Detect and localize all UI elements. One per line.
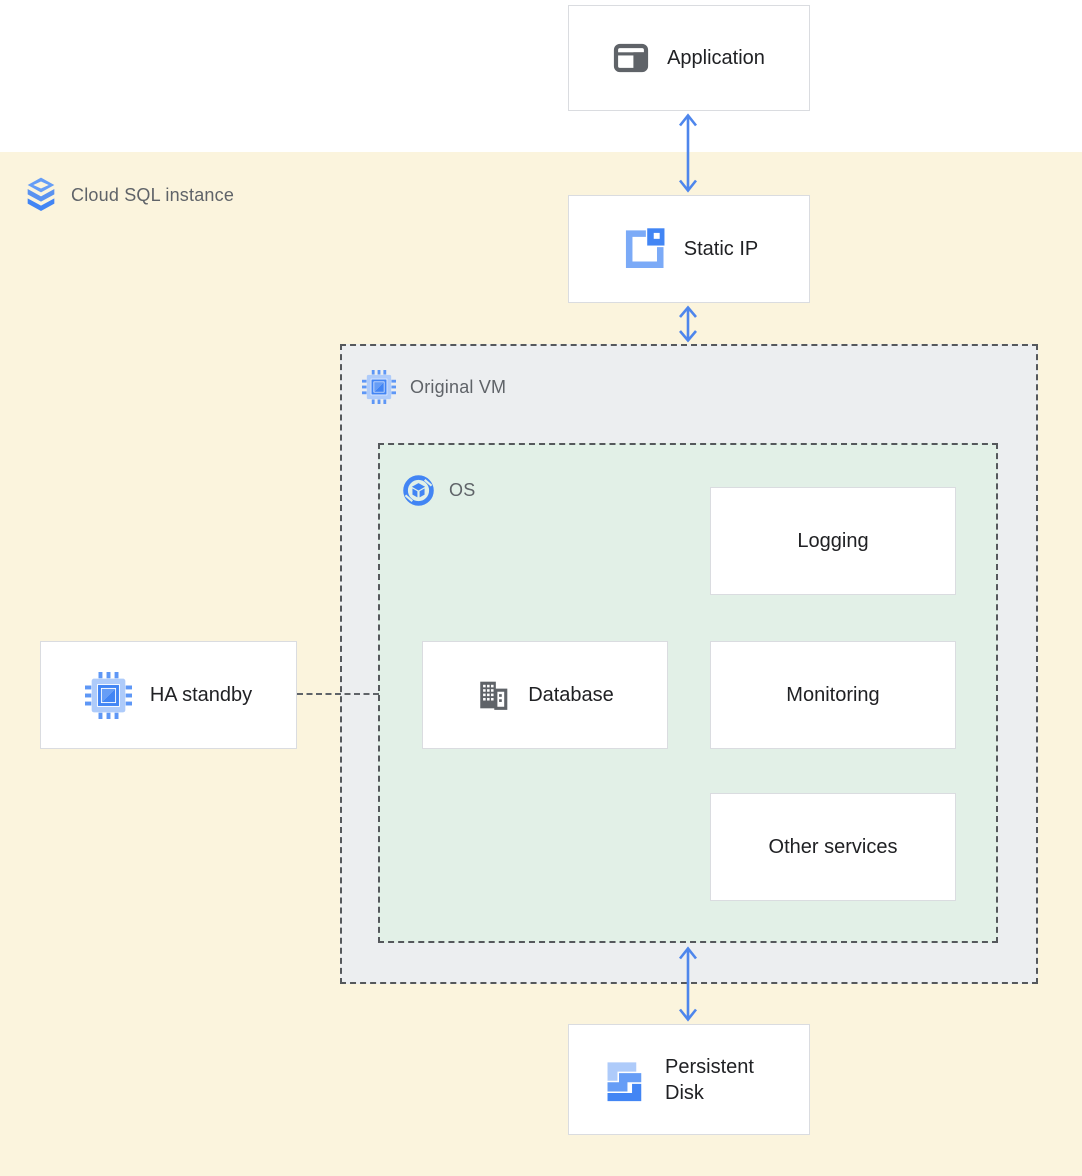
monitoring-label: Monitoring	[786, 684, 880, 706]
persistent-disk-node: Persistent Disk	[568, 1024, 810, 1135]
database-node: Database	[422, 641, 668, 749]
other-services-label: Other services	[768, 836, 898, 858]
ha-standby-connector	[297, 693, 379, 695]
os-image-icon	[403, 474, 434, 506]
database-label: Database	[528, 684, 614, 706]
database-building-icon	[480, 681, 508, 710]
original-vm-label-row: Original VM	[362, 368, 506, 406]
os-container: OS Logging	[378, 443, 998, 943]
static-ip-icon	[625, 228, 665, 268]
ha-standby-node: HA standby	[40, 641, 297, 749]
logging-label: Logging	[797, 530, 869, 552]
application-node: Application	[568, 5, 810, 111]
persistent-disk-label: Persistent Disk	[665, 1055, 754, 1104]
original-vm-label: Original VM	[410, 376, 507, 397]
arrow-application-staticip	[678, 113, 698, 193]
os-label: OS	[449, 479, 476, 500]
original-vm-container: Original VM OS Logging	[340, 344, 1038, 984]
ha-standby-label: HA standby	[149, 684, 253, 706]
application-window-icon	[613, 43, 649, 73]
other-services-node: Other services	[710, 793, 956, 901]
arrow-staticip-vm	[679, 305, 697, 343]
static-ip-label: Static IP	[683, 238, 759, 260]
monitoring-node: Monitoring	[710, 641, 956, 749]
cloud-sql-instance-label: Cloud SQL instance	[25, 172, 234, 218]
arrow-vm-persistentdisk	[678, 946, 698, 1022]
os-label-row: OS	[402, 472, 475, 508]
static-ip-node: Static IP	[568, 195, 810, 303]
cloud-sql-icon	[27, 177, 55, 211]
logging-node: Logging	[710, 487, 956, 595]
application-label: Application	[667, 47, 765, 69]
compute-engine-icon	[362, 370, 396, 404]
persistent-disk-icon	[607, 1061, 642, 1101]
cloud-sql-instance-text: Cloud SQL instance	[71, 184, 235, 205]
compute-engine-icon	[84, 671, 132, 719]
